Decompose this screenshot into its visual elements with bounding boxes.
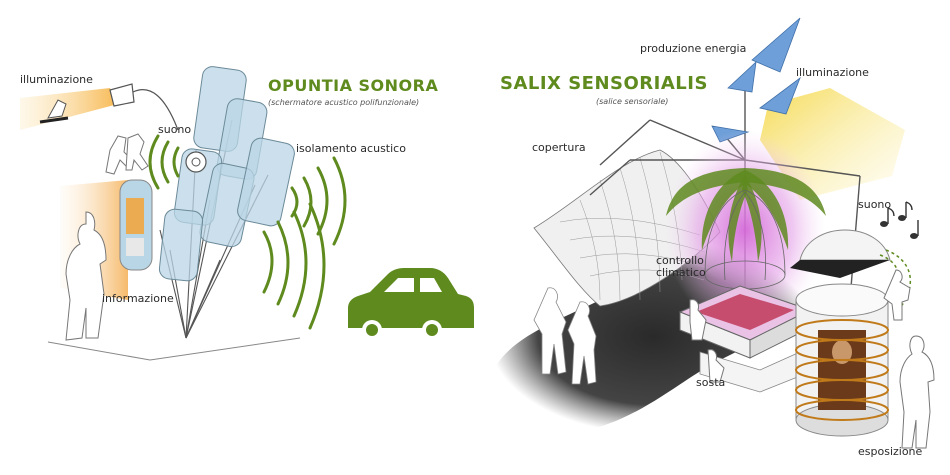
music-notes-icon — [880, 201, 919, 239]
label-controllo-line2: climatico — [656, 266, 706, 279]
willow-leaves — [666, 168, 826, 262]
label-controllo-line1: controllo — [656, 254, 704, 267]
label-copertura: copertura — [532, 141, 586, 154]
speaker-dome — [790, 229, 891, 278]
speaker — [185, 151, 207, 173]
person-silhouette-icon — [39, 99, 69, 124]
label-suono-right: suono — [858, 198, 892, 211]
label-informazione: informazione — [102, 292, 174, 305]
ground-plane — [47, 337, 301, 361]
label-produzione-energia: produzione energia — [640, 42, 747, 55]
info-display — [119, 179, 153, 271]
label-esposizione: esposizione — [858, 445, 923, 458]
label-illuminazione-left: illuminazione — [20, 73, 93, 86]
isolation-waves — [262, 156, 347, 330]
opuntia-sonora-scene — [20, 66, 474, 361]
person-silhouette-icon — [899, 335, 935, 449]
label-isolamento-acustico: isolamento acustico — [296, 142, 406, 155]
person-silhouette-icon — [65, 211, 107, 341]
left-subtitle: (schermatore acustico polifunzionale) — [268, 98, 420, 107]
label-illuminazione-right: illuminazione — [796, 66, 869, 79]
car-icon — [348, 268, 474, 340]
lamp-light-beam — [20, 88, 118, 130]
label-sosta: sosta — [696, 376, 726, 389]
right-title: SALIX SENSORIALIS — [500, 73, 708, 94]
salix-sensorialis-scene — [488, 17, 935, 449]
left-title: OPUNTIA SONORA — [268, 76, 439, 95]
acoustic-panels — [158, 66, 295, 282]
right-subtitle: (salice sensoriale) — [596, 97, 669, 106]
label-suono-left: suono — [158, 123, 192, 136]
person-silhouette-icon — [883, 269, 911, 321]
lamp-icon — [109, 83, 179, 131]
couple-silhouette — [533, 287, 597, 385]
dancers — [105, 133, 149, 175]
exhibition-cylinder — [795, 283, 889, 437]
sitting-people — [689, 299, 725, 383]
sound-waves — [148, 134, 180, 190]
